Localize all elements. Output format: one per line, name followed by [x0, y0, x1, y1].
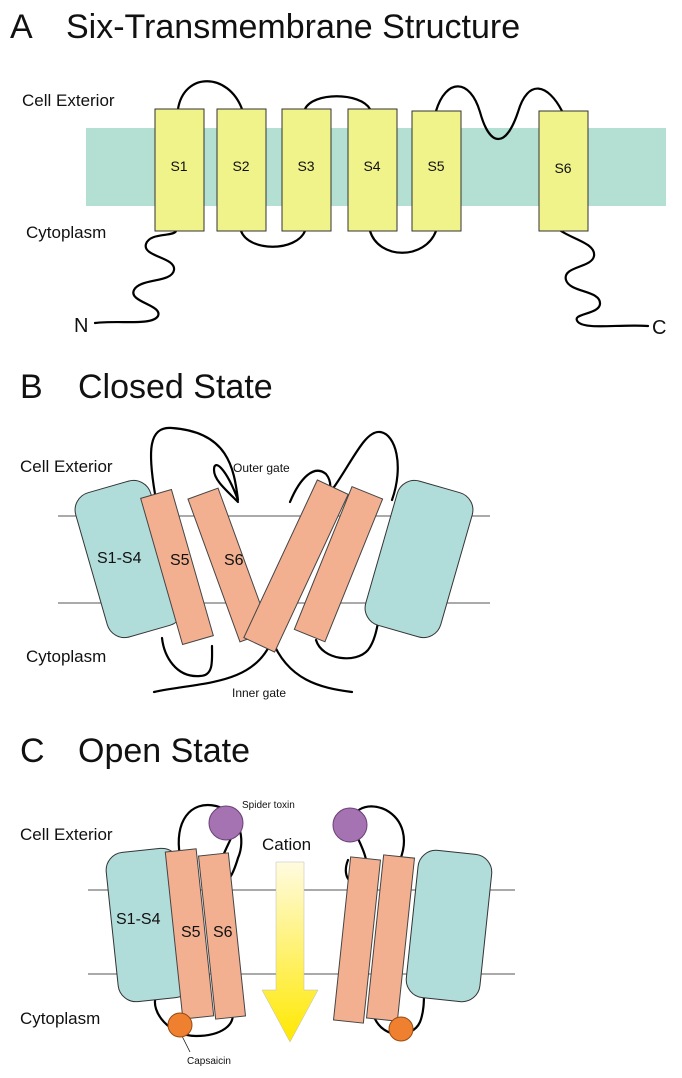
panel-c-letter: C [20, 732, 45, 770]
vsd-right [405, 849, 493, 1003]
panel-a-cytoplasm-label: Cytoplasm [26, 223, 106, 242]
segment-s3-label: S3 [297, 158, 314, 174]
spider-toxin-right [332, 807, 368, 843]
segment-s1 [154, 108, 205, 232]
segment-s3 [281, 108, 332, 232]
spider-toxin-label: Spider toxin [242, 800, 295, 811]
loop-s2-s3-cytoplasm [239, 229, 307, 248]
panel-b-exterior-label: Cell Exterior [20, 457, 113, 476]
s5-label: S5 [181, 924, 201, 941]
spider-toxin-left [208, 805, 244, 841]
cation-label: Cation [262, 835, 311, 854]
c-terminus-tail [559, 229, 650, 328]
panel-b-letter: B [20, 368, 43, 406]
left-outer-loop [149, 426, 240, 504]
s6-label: S6 [224, 552, 244, 569]
s5-label: S5 [170, 552, 190, 569]
loop-s3-s4-exterior [303, 95, 372, 111]
outer-gate-label: Outer gate [233, 461, 290, 475]
right-s5-helix [293, 485, 384, 643]
capsaicin-pointer [181, 1035, 191, 1053]
panel-c-exterior-label: Cell Exterior [20, 825, 113, 844]
segment-s5 [411, 110, 462, 232]
c-terminus-label: C [652, 317, 666, 339]
panel-b-title: Closed State [78, 368, 273, 406]
segment-s4 [347, 108, 398, 232]
panel-a-title: Six-Transmembrane Structure [66, 8, 520, 46]
segment-s1-label: S1 [170, 158, 187, 174]
panel-c-cytoplasm-label: Cytoplasm [20, 1009, 100, 1028]
panel-c-title: Open State [78, 732, 250, 770]
capsaicin-right [388, 1016, 414, 1042]
s6-label: S6 [213, 924, 233, 941]
panel-b: B Closed State Cell Exterior Cytoplasm S… [20, 368, 490, 700]
left-s6-helix [197, 852, 247, 1020]
loop-s1-s2-exterior [176, 80, 244, 111]
vsd-label: S1-S4 [97, 550, 142, 567]
n-terminus-label: N [74, 315, 88, 337]
segment-s6-label: S6 [554, 160, 571, 176]
inner-gate-label: Inner gate [232, 686, 286, 700]
left-s5-helix [140, 488, 214, 646]
segment-s2 [216, 108, 267, 232]
loop-s4-s5-cytoplasm [368, 229, 438, 254]
left-cytoplasmic-loop [160, 636, 214, 678]
vsd-right [364, 479, 474, 639]
loop-s5-s6-pore [434, 85, 564, 141]
right-s6-helix [243, 479, 349, 653]
right-s6-helix [332, 856, 382, 1024]
segment-s4-label: S4 [363, 158, 380, 174]
segment-s6 [538, 110, 589, 232]
inner-gate-curve [152, 638, 354, 694]
capsaicin-left [167, 1012, 193, 1038]
segment-s2-label: S2 [232, 158, 249, 174]
panel-a: A Six-Transmembrane Structure Cell Exter… [10, 8, 666, 339]
right-s5-helix [365, 854, 416, 1022]
right-cytoplasmic-loop [370, 990, 426, 1036]
left-s5-helix [164, 848, 215, 1020]
cation-arrow [261, 861, 319, 1043]
vsd-label: S1-S4 [116, 911, 161, 928]
capsaicin-label: Capsaicin [187, 1056, 231, 1067]
panel-a-letter: A [10, 8, 33, 46]
n-terminus-tail [93, 229, 178, 325]
panel-a-exterior-label: Cell Exterior [22, 91, 115, 110]
segment-s5-label: S5 [427, 158, 444, 174]
left-cytoplasmic-loop [153, 994, 234, 1038]
panel-c: C Open State Cell Exterior Cytoplasm S1-… [20, 732, 515, 1067]
panel-b-cytoplasm-label: Cytoplasm [26, 647, 106, 666]
